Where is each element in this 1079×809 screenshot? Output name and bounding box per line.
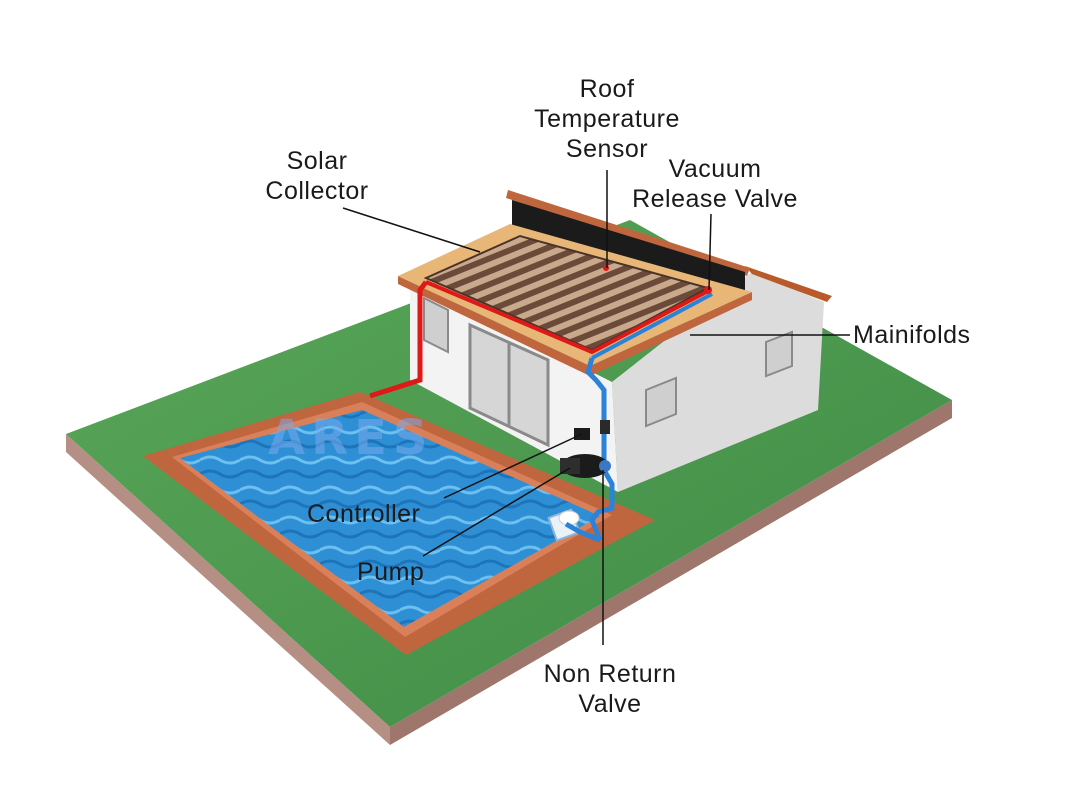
ground-side-right xyxy=(390,400,952,745)
label-line: Sensor xyxy=(565,135,649,163)
hot-pipe-collector-feed xyxy=(425,280,711,355)
label-line: Solar xyxy=(286,147,348,175)
label-line: Temperature xyxy=(534,105,680,133)
leader-lines xyxy=(342,170,850,645)
label-line: Non Return xyxy=(543,660,677,688)
vacuum-valve-dot xyxy=(704,286,712,294)
label-controller: Controller xyxy=(307,500,421,528)
house xyxy=(398,190,832,492)
roof-sensor-dot xyxy=(603,265,609,271)
pool-water xyxy=(180,410,600,627)
label-line: Valve xyxy=(578,690,642,718)
label-line: Collector xyxy=(265,177,369,205)
leader-vacuum-valve xyxy=(708,213,712,291)
label-solar-collector: Solar Collector xyxy=(252,146,382,206)
house-side-wall xyxy=(612,272,824,492)
pump-unit xyxy=(560,454,611,478)
rear-roof-edge xyxy=(506,190,750,276)
cold-pipe-down xyxy=(585,357,615,541)
label-non-return-valve: Non Return Valve xyxy=(525,659,695,719)
label-manifolds: Mainifolds xyxy=(853,321,971,349)
leader-solar-collector xyxy=(342,207,481,253)
pump-outlet-pipe xyxy=(564,521,601,543)
brand-watermark: ARES xyxy=(268,410,434,466)
house-side-gable-trim xyxy=(745,266,832,302)
hot-pipe-down xyxy=(369,280,428,399)
pump-cap xyxy=(599,460,611,472)
pump-motor xyxy=(560,458,580,474)
label-roof-temperature-sensor: Roof Temperature Sensor xyxy=(517,74,697,164)
rear-solar-panels xyxy=(512,200,745,296)
side-window-1 xyxy=(645,376,677,428)
pool xyxy=(143,392,655,655)
label-vacuum-release-valve: Vacuum Release Valve xyxy=(622,154,808,214)
label-line: Release Valve xyxy=(632,185,798,213)
leader-pump xyxy=(422,467,571,557)
cold-pipe-manifold xyxy=(591,292,713,360)
label-line: Roof xyxy=(579,75,635,103)
ground-side-left xyxy=(66,434,390,745)
plumbing xyxy=(369,265,713,543)
front-window xyxy=(423,296,449,354)
label-pump: Pump xyxy=(357,558,425,586)
leader-controller xyxy=(443,433,583,499)
roof-slab-edge xyxy=(398,276,752,376)
wall-sensor-box xyxy=(600,420,610,434)
label-line: Vacuum xyxy=(668,155,762,183)
